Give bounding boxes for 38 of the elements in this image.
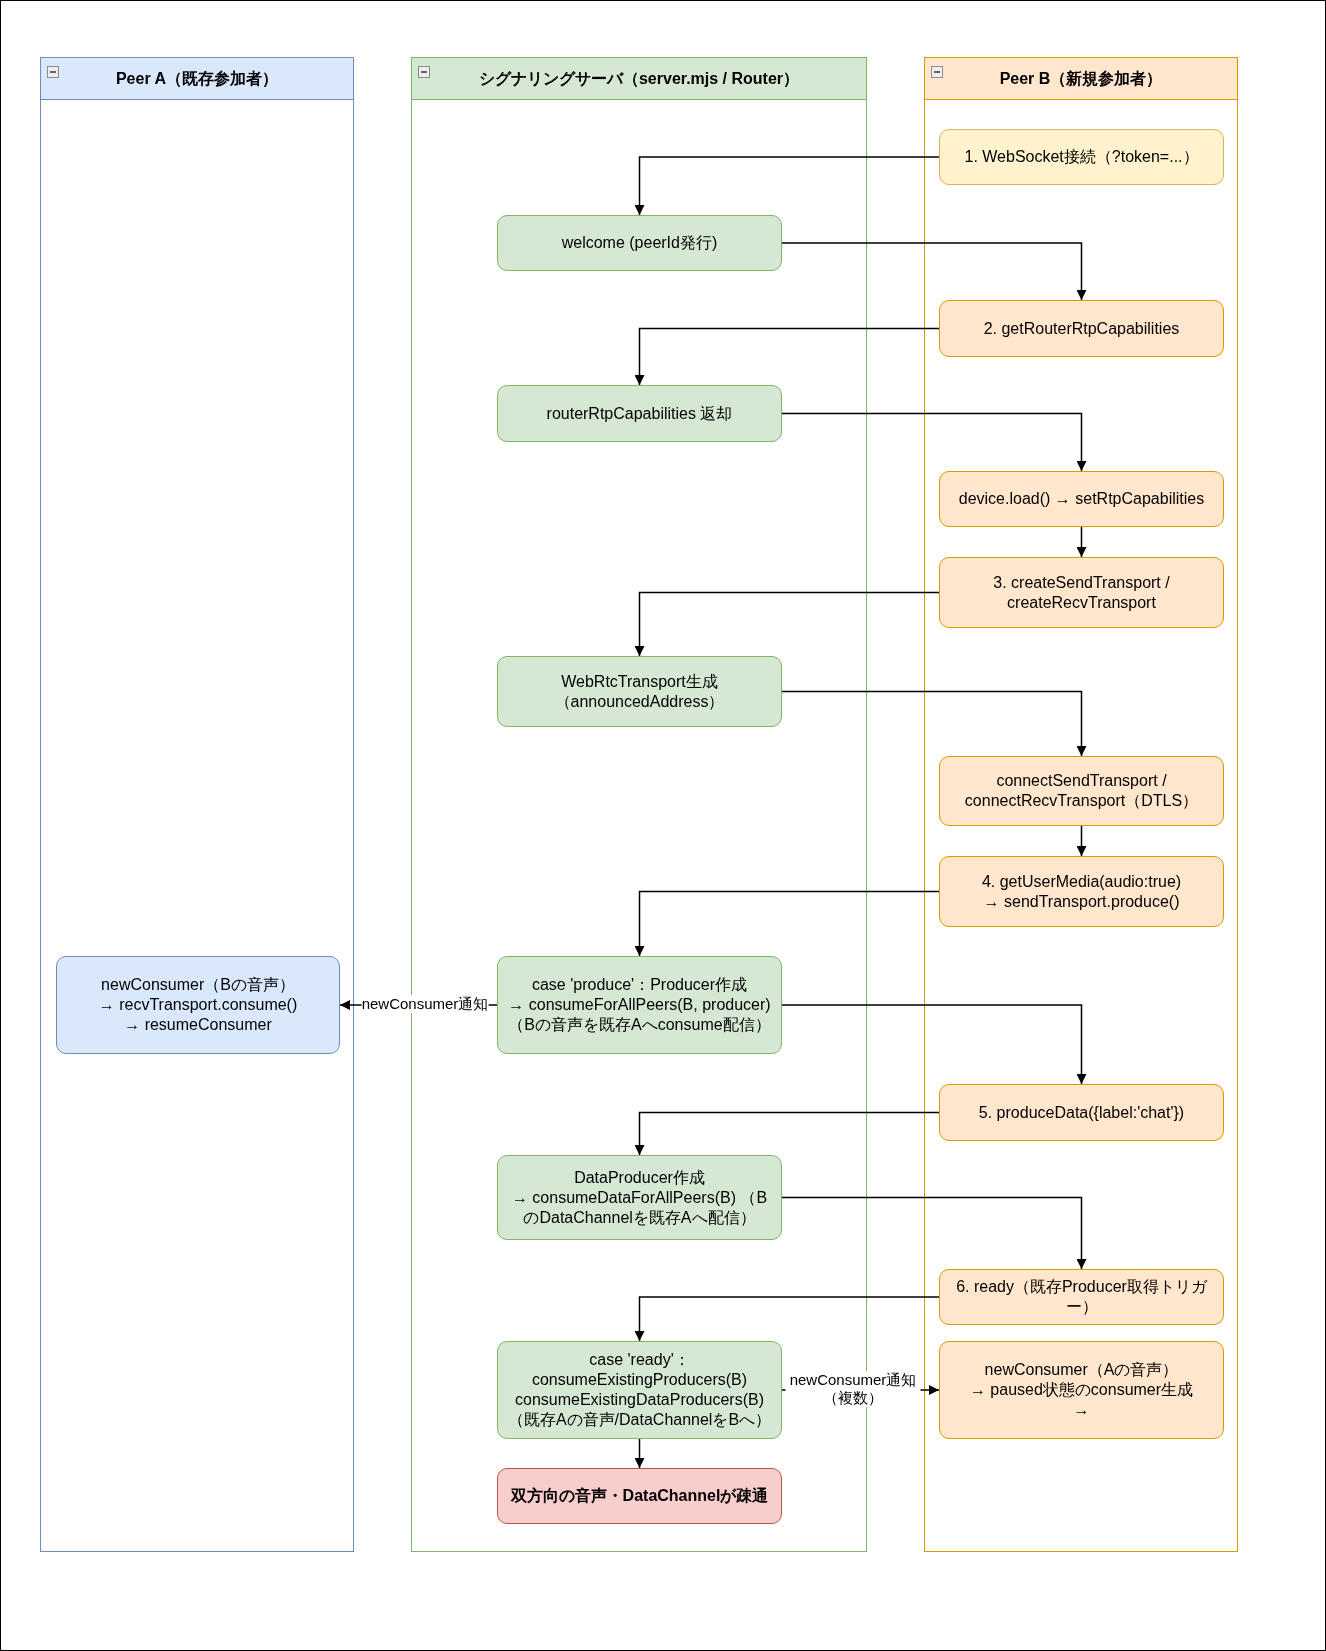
step-box: 2. getRouterRtpCapabilities bbox=[939, 300, 1224, 357]
arrow bbox=[781, 690, 1087, 757]
result-box: 双方向の音声・DataChannelが疎通 bbox=[497, 1468, 782, 1524]
arrow bbox=[1076, 825, 1087, 857]
edge-label: newConsumer通知 bbox=[361, 995, 489, 1013]
process-box: routerRtpCapabilities 返却 bbox=[497, 385, 782, 442]
process-box: WebRtcTransport生成（announcedAddress） bbox=[497, 656, 782, 727]
arrow bbox=[634, 327, 940, 386]
step-box: 5. produceData({label:'chat'}) bbox=[939, 1084, 1224, 1141]
arrow bbox=[634, 1111, 940, 1156]
arrow bbox=[634, 1438, 645, 1469]
step-box: 6. ready（既存Producer取得トリガー） bbox=[939, 1269, 1224, 1325]
process-box: welcome (peerId発行) bbox=[497, 215, 782, 271]
swimlane bbox=[40, 57, 354, 1552]
step-box: 4. getUserMedia(audio:true) → sendTransport.produce() bbox=[939, 856, 1224, 927]
step-box: 1. WebSocket接続（?token=...） bbox=[939, 129, 1224, 185]
step-box: connectSendTransport / connectRecvTransport（DTLS） bbox=[939, 756, 1224, 826]
process-box: newConsumer（Bの音声） → recvTransport.consume() → resumeConsumer bbox=[56, 956, 340, 1054]
arrow bbox=[781, 1004, 1087, 1085]
process-box: case 'produce'：Producer作成 → consumeForAllPeers(B, producer) （Bの音声を既存Aへconsume配信） bbox=[497, 956, 782, 1054]
lane-title: シグナリングサーバ（server.mjs / Router） bbox=[478, 68, 800, 89]
process-box: DataProducer作成 → consumeDataForAllPeers(B) （BのDataChannelを既存Aへ配信） bbox=[497, 1155, 782, 1240]
arrow bbox=[781, 412, 1087, 472]
arrow bbox=[634, 1296, 940, 1342]
step-box: device.load() → setRtpCapabilities bbox=[939, 471, 1224, 527]
process-box: case 'ready'： consumeExistingProducers(B) consumeExistingDataProducers(B) （既存Aの音声/DataChannelをBへ） bbox=[497, 1341, 782, 1439]
lane-title: Peer A（既存参加者） bbox=[115, 68, 279, 89]
step-box: newConsumer（Aの音声） → paused状態のconsumer生成 → bbox=[939, 1341, 1224, 1439]
lane-title: Peer B（新規参加者） bbox=[999, 68, 1163, 89]
arrow bbox=[634, 890, 940, 957]
swimlane bbox=[924, 57, 1238, 1552]
edge-label: newConsumer通知（複数） bbox=[785, 1371, 921, 1407]
step-box: 3. createSendTransport / createRecvTransport bbox=[939, 557, 1224, 628]
arrow bbox=[634, 591, 940, 657]
arrow bbox=[781, 1196, 1087, 1270]
arrow bbox=[1076, 526, 1087, 558]
arrow bbox=[634, 156, 940, 216]
arrow bbox=[781, 242, 1087, 301]
